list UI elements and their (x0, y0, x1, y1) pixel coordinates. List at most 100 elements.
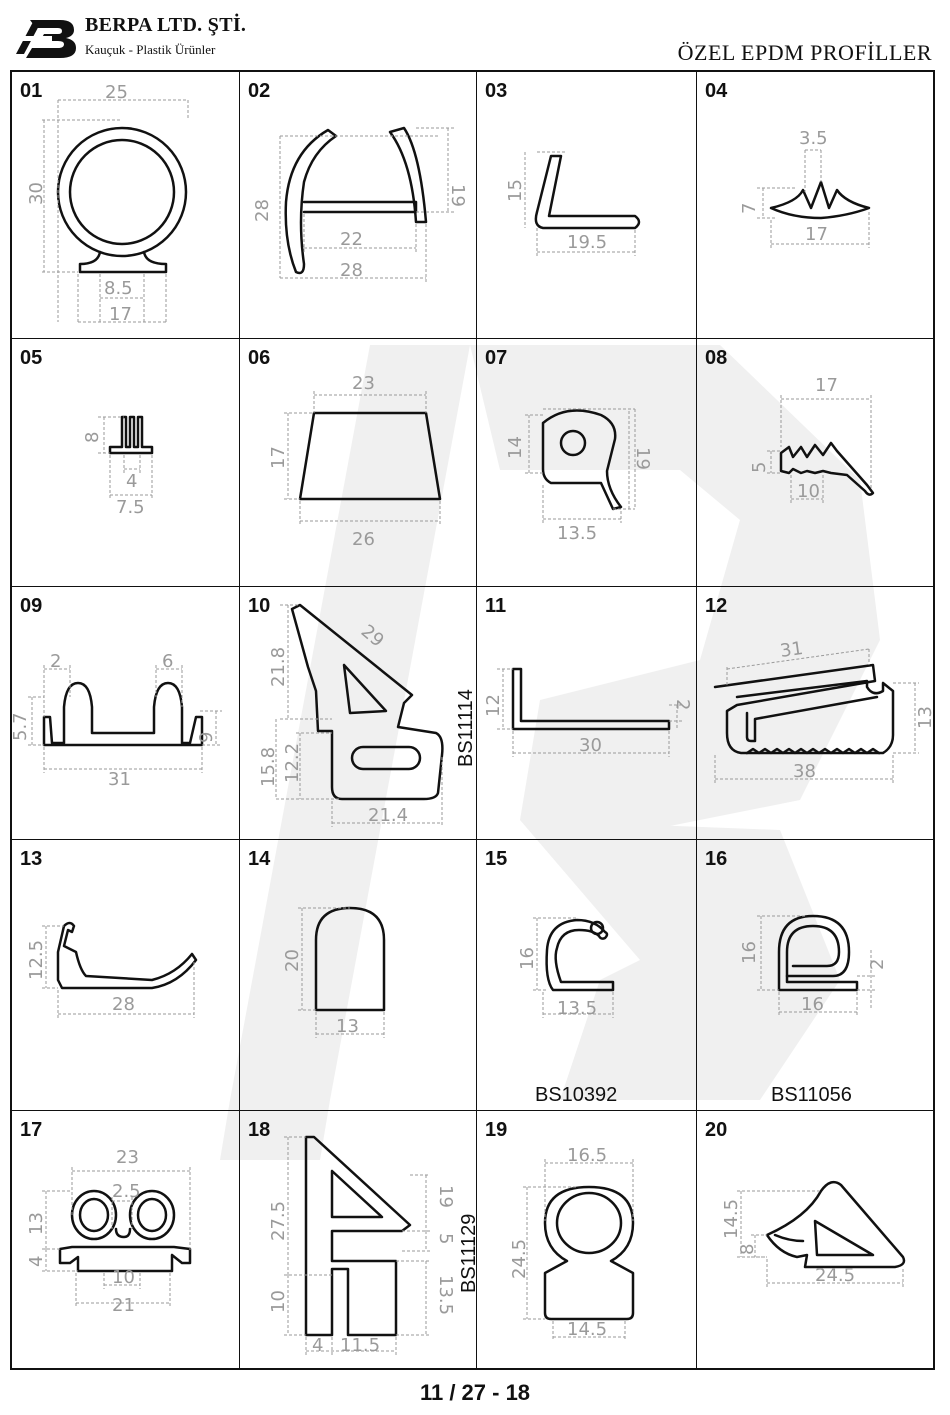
profile-grid: 01 25 30 8.5 17 02 28 19 22 28 03 (10, 70, 936, 1370)
catalog-title: ÖZEL EPDM PROFİLLER (677, 40, 932, 65)
dim-left-height: 28 (252, 199, 273, 222)
dim-height: 13 (26, 1212, 47, 1235)
profile-cell-15: 15 BS10392 16 13.5 (477, 840, 697, 1111)
profile-number: 18 (248, 1119, 271, 1141)
profile-03-drawing: 15 19.5 (505, 151, 641, 256)
dim-height: 12 (483, 694, 504, 717)
profile-17-drawing: 23 2.5 13 4 10 21 (26, 1147, 192, 1316)
standard-code: BS11114 (455, 689, 477, 767)
profile-18-drawing: 27.5 19 5 10 13.5 4 11.5 (268, 1135, 456, 1356)
dim-height: 24.5 (509, 1239, 530, 1279)
dim-width: 7.5 (116, 497, 145, 518)
page-number: 11 / 27 - 18 (419, 1380, 531, 1405)
profile-number: 09 (20, 595, 43, 617)
profile-07-drawing: 14 19 13.5 (505, 408, 653, 544)
dim-height: 12.5 (26, 940, 47, 980)
profile-number: 03 (485, 80, 508, 102)
profile-number: 07 (485, 347, 508, 369)
dim-width: 13 (336, 1016, 359, 1037)
profile-number: 19 (485, 1119, 508, 1141)
dim-lip-height: 8 (737, 1244, 758, 1255)
dim-height: 30 (26, 182, 47, 205)
dim-bottom-width: 26 (352, 529, 375, 550)
dim-width: 17 (815, 375, 838, 396)
profile-cell-08: 08 17 5 10 (697, 339, 935, 587)
profile-cell-17: 17 23 2.5 13 4 10 21 (12, 1111, 240, 1368)
dim-lip: 2 (867, 959, 888, 970)
profile-cell-04: 04 3.5 7 17 (697, 72, 935, 339)
profile-15-drawing: 16 13.5 (517, 917, 615, 1019)
dim-height: 14.5 (721, 1199, 742, 1239)
profile-number: 11 (485, 595, 507, 617)
profile-number: 04 (705, 80, 728, 102)
dim-gap: 2.5 (112, 1181, 141, 1202)
dim-base: 14.5 (567, 1319, 607, 1340)
dim-lip: 4 (312, 1335, 323, 1356)
dim-width: 25 (105, 82, 128, 103)
profile-cell-12: 12 31 13 38 (697, 587, 936, 840)
profile-number: 01 (20, 80, 43, 102)
dim-height: 16 (739, 941, 760, 964)
dim-right-upper: 19 (435, 1185, 456, 1208)
dim-width: 28 (112, 994, 135, 1015)
dim-neck: 8.5 (104, 278, 133, 299)
dim-width: 38 (793, 761, 816, 782)
company-tagline: Kauçuk - Plastik Ürünler (85, 42, 216, 57)
profile-number: 20 (705, 1119, 728, 1141)
profile-cell-05: 05 8 4 7.5 (12, 339, 240, 587)
dim-base: 17 (109, 304, 132, 325)
dim-top-width: 23 (352, 373, 375, 394)
dim-height: 13 (915, 706, 936, 729)
standard-code: BS11056 (771, 1084, 852, 1106)
dim-width: 31 (108, 769, 131, 790)
dim-width: 23 (116, 1147, 139, 1168)
dim-top-width: 16.5 (567, 1145, 607, 1166)
dim-lower-height: 10 (268, 1290, 289, 1313)
profile-cell-10: 10 29 21.8 15.8 12.2 21.4 (240, 587, 477, 840)
dim-height: 20 (282, 949, 303, 972)
company-name: BERPA LTD. ŞTİ. (85, 14, 247, 36)
profile-cell-20: 20 14.5 8 24.5 (697, 1111, 935, 1368)
profile-cell-18: 18 BS11129 27.5 19 5 10 13.5 4 11.5 (240, 1111, 480, 1368)
dim-overall-width: 28 (340, 260, 363, 281)
profile-06-drawing: 23 17 26 (268, 373, 442, 550)
dim-right-height: 19 (447, 184, 468, 207)
dim-left-lip: 2 (50, 651, 61, 672)
dim-inner-width: 22 (340, 229, 363, 250)
dim-thickness: 2 (672, 699, 693, 710)
dim-left-height: 14 (505, 436, 526, 459)
dim-height: 15 (505, 179, 526, 202)
profile-09-drawing: 2 6 5.7 9 31 (10, 651, 222, 790)
profile-05-drawing: 8 4 7.5 (82, 415, 154, 518)
dim-gap: 4 (126, 471, 137, 492)
profile-cell-09: 09 2 6 5.7 9 31 (10, 587, 240, 840)
dim-lip-gap: 3.5 (799, 128, 828, 149)
profile-04-drawing: 3.5 7 17 (739, 128, 871, 248)
dim-slot-height: 12.2 (282, 743, 303, 783)
profile-cell-13: 13 12.5 28 (12, 840, 240, 1111)
dim-width: 11.5 (340, 1335, 380, 1356)
profile-16-drawing: 16 2 16 (739, 914, 888, 1016)
profile-02-drawing: 28 19 22 28 (252, 126, 468, 284)
dim-lower-height: 15.8 (258, 747, 279, 787)
profile-08-drawing: 17 5 10 (749, 375, 875, 503)
dim-height: 17 (268, 446, 289, 469)
dim-height: 5 (749, 462, 770, 473)
dim-width: 19.5 (567, 232, 607, 253)
profile-01-drawing: 25 30 8.5 17 (26, 82, 189, 325)
profile-cell-06: 06 23 17 26 (240, 339, 477, 587)
dim-right-mid: 5 (435, 1233, 456, 1244)
dim-width: 24.5 (815, 1265, 855, 1286)
profile-cell-03: 03 15 19.5 (477, 72, 697, 339)
dim-base: 21 (112, 1295, 135, 1316)
profile-cell-07: 07 14 19 13.5 (477, 339, 697, 587)
dim-top-width: 31 (779, 638, 805, 662)
profile-14-drawing: 20 13 (282, 906, 386, 1038)
dim-width: 21.4 (368, 805, 408, 826)
profile-number: 15 (485, 848, 508, 870)
profile-number: 10 (248, 595, 271, 617)
dim-width: 13.5 (557, 523, 597, 544)
dim-right-lip: 6 (162, 651, 173, 672)
profile-number: 16 (705, 848, 728, 870)
